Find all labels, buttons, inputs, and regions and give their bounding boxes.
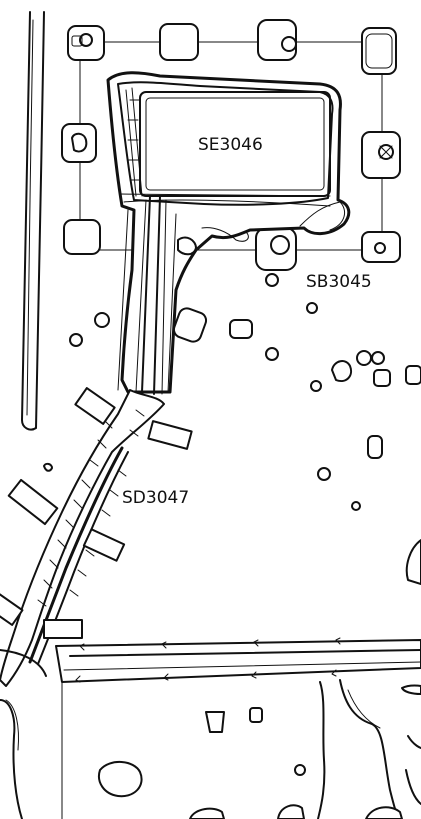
lower-right-features	[189, 679, 421, 819]
ew-trench	[55, 637, 421, 819]
outflow-channel	[117, 195, 177, 395]
se3046-feature	[106, 71, 351, 394]
sd3047-label: SD3047	[122, 488, 189, 508]
scattered-pits	[43, 273, 421, 798]
west-linear-feature	[21, 11, 45, 431]
se3046-label: SE3046	[198, 135, 263, 155]
sb3045-label: SB3045	[306, 272, 372, 292]
sd3047-ditch	[0, 387, 193, 687]
lower-left-boundary	[0, 649, 47, 819]
sb3045-post-holes	[61, 19, 401, 271]
